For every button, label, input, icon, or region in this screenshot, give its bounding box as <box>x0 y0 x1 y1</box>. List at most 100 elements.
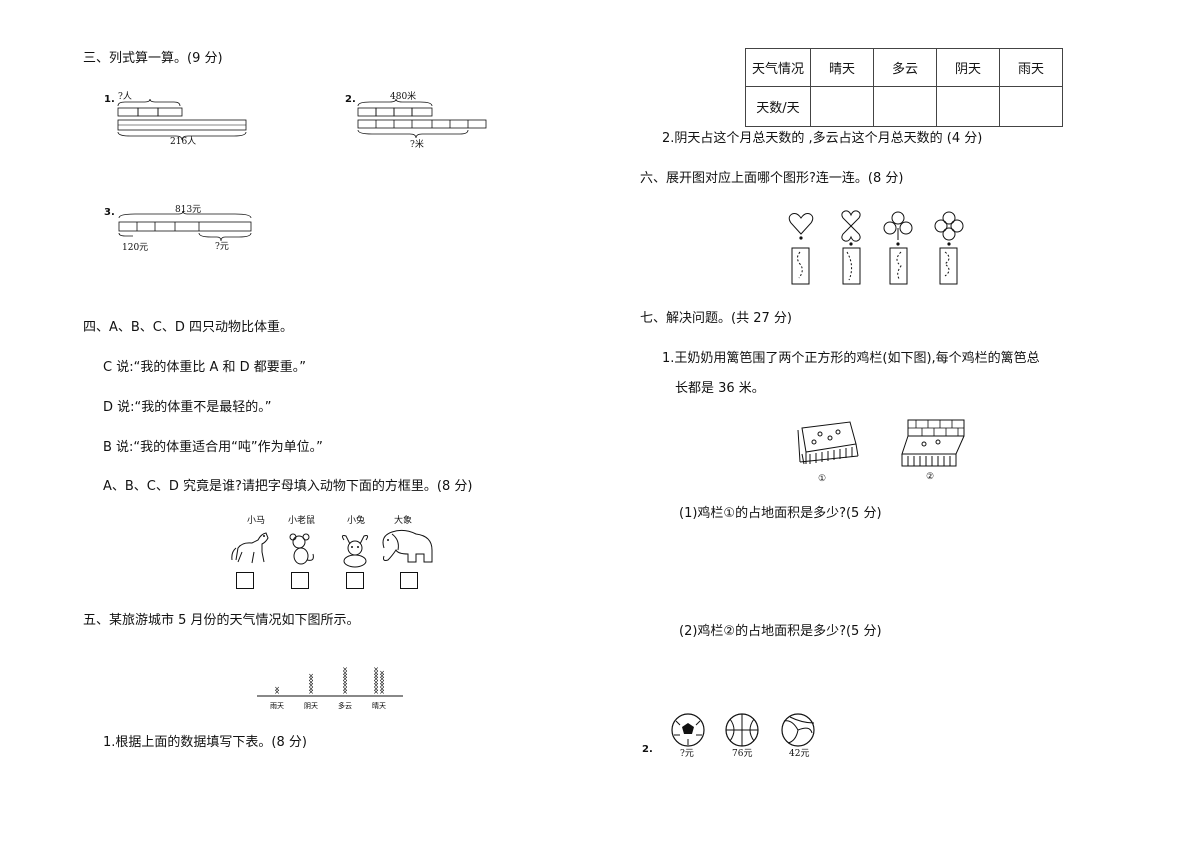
chart-category-label: 晴天 <box>372 701 386 710</box>
basketball-icon <box>725 713 759 747</box>
tally-mark: × <box>379 682 385 690</box>
tally-mark: × <box>379 688 385 696</box>
statement-b: B 说:“我的体重适合用“吨”作为单位。” <box>103 440 323 455</box>
statement-d: D 说:“我的体重不是最轻的。” <box>103 400 272 415</box>
tally-mark: × <box>308 688 314 696</box>
ball-price-volleyball: 42元 <box>789 749 810 759</box>
tally-mark: × <box>342 678 348 686</box>
tally-mark: × <box>379 669 385 677</box>
chicken-pen-2 <box>901 419 965 467</box>
tally-mark: × <box>373 672 379 680</box>
answer-box-horse[interactable] <box>236 572 254 589</box>
tally-mark: × <box>373 685 379 693</box>
animal-label-rabbit: 小兔 <box>347 516 366 526</box>
tally-mark: × <box>342 672 348 680</box>
soccer-ball-icon <box>671 713 705 747</box>
tally-mark: × <box>373 675 379 683</box>
table-answer-cell[interactable] <box>936 86 1000 127</box>
section-5-question-1: 1.根据上面的数据填写下表。(8 分) <box>103 735 307 750</box>
section-3-title: 三、列式算一算。(9 分) <box>83 51 223 66</box>
q3-segment-diagram <box>118 210 252 242</box>
q1-segment-diagram <box>117 98 247 141</box>
q3-number: 3. <box>104 207 115 218</box>
ball-price-basketball: 76元 <box>732 749 753 759</box>
tally-mark: × <box>373 682 379 690</box>
answer-box-elephant[interactable] <box>400 572 418 589</box>
q3-left-label: 120元 <box>122 243 149 253</box>
mouse-illustration <box>289 533 314 565</box>
answer-box-rabbit[interactable] <box>346 572 364 589</box>
tally-mark: × <box>373 678 379 686</box>
q2-segment-diagram <box>357 98 487 139</box>
tally-mark: × <box>308 678 314 686</box>
ball-price-soccer: ?元 <box>680 749 694 759</box>
table-answer-cell[interactable] <box>810 86 874 127</box>
section-7-sub-question-1: (1)鸡栏①的占地面积是多少?(5 分) <box>679 506 882 521</box>
section-7-q2-number: 2. <box>642 744 653 755</box>
tally-mark: × <box>379 672 385 680</box>
chart-category-label: 雨天 <box>270 702 284 710</box>
table-header-cell: 天气情况 <box>745 48 811 87</box>
q2-top-label: 480米 <box>390 92 417 102</box>
section-4-question: A、B、C、D 究竟是谁?请把字母填入动物下面的方框里。(8 分) <box>103 479 473 494</box>
table-answer-cell[interactable] <box>873 86 937 127</box>
rabbit-illustration <box>341 535 369 568</box>
section-5-title: 五、某旅游城市 5 月份的天气情况如下图所示。 <box>83 613 360 628</box>
balls-figure <box>671 713 815 747</box>
tally-mark: × <box>308 675 314 683</box>
section-7-q1-line1: 1.王奶奶用篱笆围了两个正方形的鸡栏(如下图),每个鸡栏的篱笆总 <box>662 351 1040 366</box>
pen-1-label: ① <box>818 474 827 484</box>
tally-mark: × <box>342 688 348 696</box>
table-header-cell: 晴天 <box>810 48 874 87</box>
animal-label-horse: 小马 <box>247 516 266 526</box>
tally-mark: × <box>342 666 348 674</box>
heart-icon <box>788 213 814 235</box>
q1-top-label: ?人 <box>118 92 132 102</box>
chicken-pens-figure <box>797 419 965 467</box>
section-7-q1-line2: 长都是 36 米。 <box>675 381 765 396</box>
table-answer-cell[interactable] <box>999 86 1063 127</box>
q1-number: 1. <box>104 94 115 105</box>
chart-category-label: 多云 <box>338 701 352 710</box>
section-7-title: 七、解决问题。(共 27 分) <box>640 311 792 326</box>
tally-mark: × <box>274 685 280 693</box>
tally-mark: × <box>342 669 348 677</box>
pen-2-label: ② <box>926 472 935 482</box>
chart-category-label: 阴天 <box>304 701 318 710</box>
animal-label-elephant: 大象 <box>394 516 413 526</box>
q2-number: 2. <box>345 94 356 105</box>
tally-mark: × <box>373 666 379 674</box>
table-header-cell: 雨天 <box>999 48 1063 87</box>
folded-shapes-figure <box>788 210 964 285</box>
weather-table: 天气情况 晴天 多云 阴天 雨天 天数/天 <box>745 48 1063 127</box>
tally-mark: × <box>373 669 379 677</box>
elephant-illustration <box>382 529 433 563</box>
section-5-question-2: 2.阴天占这个月总天数的 ,多云占这个月总天数的 (4 分) <box>662 131 983 146</box>
volleyball-icon <box>781 713 815 747</box>
table-header-cell: 阴天 <box>936 48 1000 87</box>
tally-mark: × <box>308 682 314 690</box>
section-4-title: 四、A、B、C、D 四只动物比体重。 <box>83 320 294 335</box>
answer-box-mouse[interactable] <box>291 572 309 589</box>
four-heart-icon <box>934 211 964 241</box>
q2-bottom-label: ?米 <box>410 140 424 150</box>
q3-top-label: 813元 <box>175 205 202 215</box>
tally-mark: × <box>379 675 385 683</box>
q1-bottom-label: 216人 <box>170 137 197 147</box>
section-7-sub-question-2: (2)鸡栏②的占地面积是多少?(5 分) <box>679 624 882 639</box>
three-heart-icon <box>883 211 913 240</box>
weather-tally-chart: ××雨天××××××阴天××××××××多云×××××××××××××××晴天 <box>257 666 403 710</box>
table-row-label: 天数/天 <box>745 86 811 127</box>
chicken-pen-1 <box>797 421 859 465</box>
tally-mark: × <box>274 688 280 696</box>
tally-mark: × <box>379 685 385 693</box>
tally-mark: × <box>342 685 348 693</box>
statement-c: C 说:“我的体重比 A 和 D 都要重。” <box>103 360 306 375</box>
tally-mark: × <box>379 678 385 686</box>
tally-mark: × <box>342 675 348 683</box>
double-heart-icon <box>841 210 861 242</box>
table-header-cell: 多云 <box>873 48 937 87</box>
section-6-title: 六、展开图对应上面哪个图形?连一连。(8 分) <box>640 171 904 186</box>
animal-label-mouse: 小老鼠 <box>288 516 316 526</box>
horse-illustration <box>231 532 269 564</box>
